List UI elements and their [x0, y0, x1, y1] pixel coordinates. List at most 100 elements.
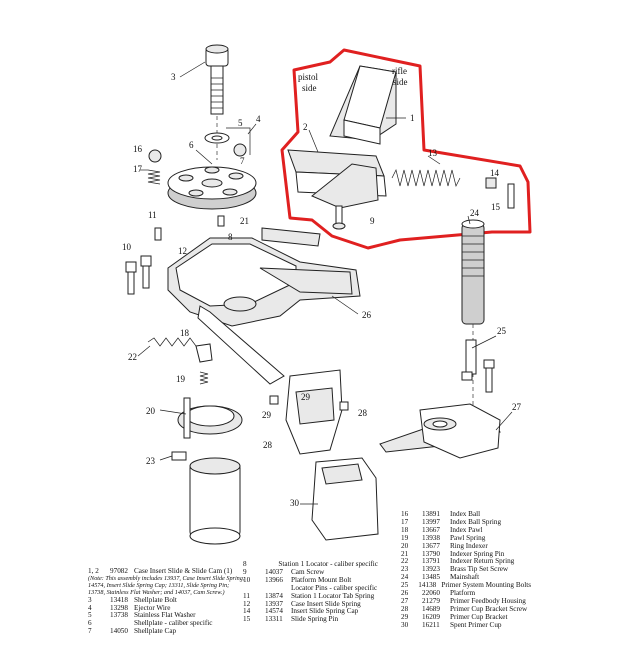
callout-21: 21	[240, 216, 249, 226]
legend-part-description: Index Ball Spring	[450, 517, 502, 526]
legend-part-number: 16	[401, 510, 409, 518]
legend-part-description: Indexer Spring Pin	[450, 549, 505, 558]
legend-part-code: 13677	[422, 541, 440, 550]
legend-part-number: 4	[88, 603, 92, 612]
callout-28: 28	[358, 408, 368, 418]
legend-part-number: 18	[401, 525, 409, 534]
legend-part-description: Index Pawl	[450, 525, 483, 534]
legend-part-number: 5	[88, 611, 92, 620]
legend-note: (Note: This assembly includes 13937, Cas…	[88, 574, 245, 596]
callout-28b: 28	[263, 440, 273, 450]
legend-part-number: 11	[243, 591, 250, 600]
exploded-view-drawing: 1 2 3 4 5 6 7 8 9 10 11 12 13 14 15 16 1…	[122, 44, 532, 545]
legend-part-number: 23	[401, 565, 409, 574]
legend-part-description: Brass Tip Set Screw	[450, 565, 509, 574]
legend-part-code: 13966	[265, 575, 283, 584]
legend-part-number: 30	[401, 620, 409, 629]
legend-part-code: 14689	[422, 604, 440, 613]
legend-part-description: Primer Cup Bracket	[450, 612, 508, 621]
case-insert-slide	[287, 149, 387, 209]
legend-part-code: 13937	[265, 599, 283, 608]
callout-19: 19	[176, 374, 186, 384]
legend-part-code: 14574	[265, 607, 283, 616]
rifle-side-label: side	[393, 77, 408, 87]
callout-12: 12	[178, 246, 187, 256]
legend-row: Locator Pins - caliber specific	[243, 584, 378, 593]
callout-29-mid: 29	[301, 392, 311, 402]
case-insert-slide-spring	[391, 168, 461, 188]
platform	[167, 237, 361, 385]
legend-part-description: Case Insert Slide & Slide Cam (1)	[134, 567, 233, 575]
legend-part-description: Shellplate Cap	[134, 627, 177, 636]
callout-17: 17	[133, 164, 143, 174]
legend-row: 4 13298 Ejector Wire	[88, 603, 246, 613]
shellplate	[167, 166, 257, 210]
legend-part-description: Primer Cup Bracket Screw	[450, 604, 528, 613]
cam-screw	[332, 205, 346, 230]
legend-part-description: Pawl Spring	[450, 533, 486, 542]
index-ball	[148, 149, 162, 163]
ejector-wire	[226, 127, 251, 155]
legend-part-number: 17	[401, 517, 409, 526]
legend-part-code: 16211	[422, 620, 440, 629]
legend-part-description: Platform Mount Bolt	[291, 575, 352, 584]
legend-part-code: 13791	[422, 557, 440, 566]
callout-29: 29	[262, 410, 272, 420]
legend-part-code: 13298	[110, 603, 128, 612]
callout-2: 2	[303, 122, 308, 132]
insert-slide-spring-cap	[485, 177, 497, 189]
slide-cam	[329, 65, 397, 145]
primer-mounting-bolts	[461, 339, 495, 393]
platform-mount-bolts	[125, 255, 152, 295]
callout-24: 24	[470, 208, 480, 218]
legend-part-code: 13418	[110, 595, 128, 604]
pistol-label: pistol	[298, 72, 319, 82]
legend-part-description: Ejector Wire	[134, 603, 171, 612]
legend-part-description: Primer Feedbody Housing	[450, 596, 526, 605]
legend-part-number: 10	[243, 575, 251, 584]
legend-part-code: 21279	[422, 596, 440, 605]
legend-part-code: 13790	[422, 549, 440, 558]
station-1-locator	[261, 227, 321, 247]
primer-cup-bracket	[285, 369, 343, 455]
legend-part-description: Station 1 Locator - caliber specific	[278, 560, 378, 568]
legend-part-code: 13874	[265, 591, 283, 600]
callout-11: 11	[148, 210, 157, 220]
shellplate-cap	[233, 143, 247, 157]
legend-part-description: Platform	[450, 589, 476, 598]
legend-part-number: 3	[88, 595, 92, 604]
legend-part-number: 21	[401, 549, 409, 558]
legend-row: 27 21279 Primer Feedbody Housing	[401, 596, 531, 606]
legend-part-code: 13667	[422, 525, 440, 534]
legend-row: 11 13874 Station 1 Locator Tab Spring	[243, 591, 378, 601]
callout-20: 20	[146, 406, 156, 416]
legend-part-description: Spent Primer Cup	[450, 620, 502, 629]
legend-row: 10 13966 Platform Mount Bolt	[243, 575, 378, 585]
legend-row: 21 13790 Indexer Spring Pin	[401, 549, 531, 559]
legend-part-number: 27	[401, 596, 409, 605]
callout-6: 6	[189, 140, 194, 150]
legend-part-number: 8	[243, 560, 247, 568]
legend-part-description: Station 1 Locator Tab Spring	[291, 591, 375, 600]
legend-part-number: 26	[401, 589, 409, 598]
legend-part-number: 20	[401, 541, 409, 550]
callout-numbers: 1 2 3 4 5 6 7 8 9 10 11 12 13 14 15 16 1…	[122, 72, 522, 508]
legend-part-description: Index Ball	[450, 510, 481, 518]
callout-16: 16	[133, 144, 143, 154]
slide-spring-pin	[507, 183, 515, 209]
callout-18: 18	[180, 328, 190, 338]
callout-26: 26	[362, 310, 372, 320]
legend-part-code: 13311	[265, 615, 283, 624]
